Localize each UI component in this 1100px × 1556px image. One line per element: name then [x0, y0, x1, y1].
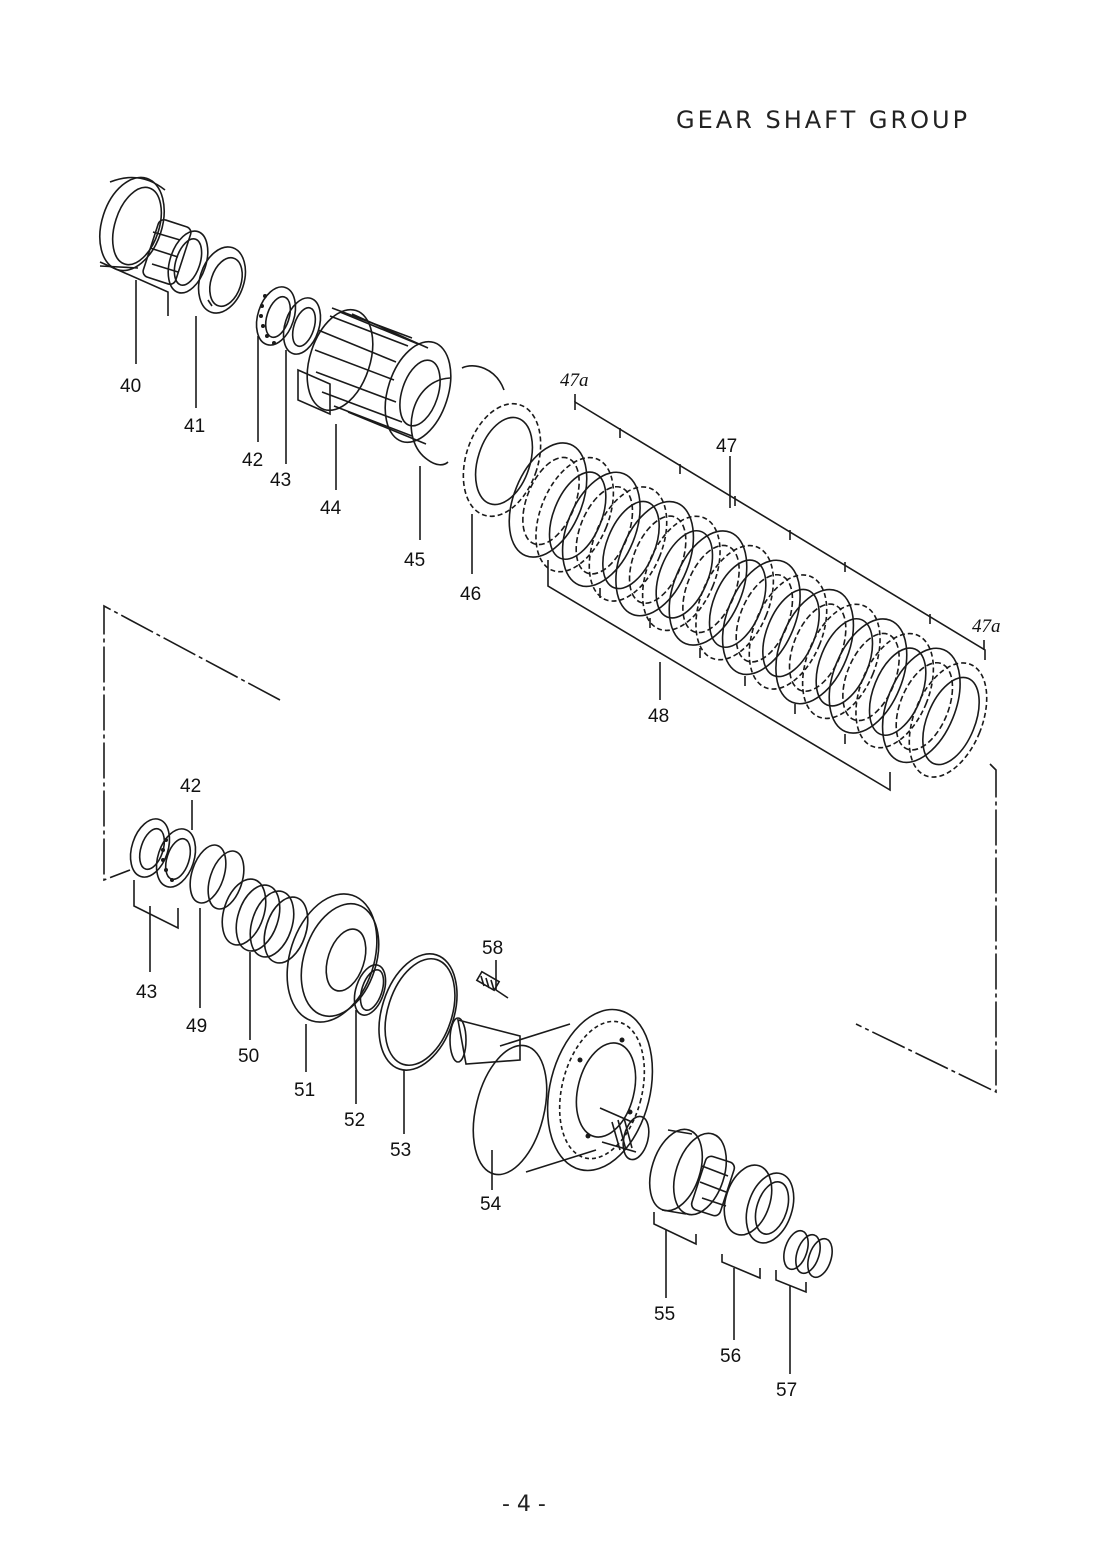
- disc-pack-brackets: [548, 402, 985, 790]
- part-52-seal-ring: [349, 961, 392, 1019]
- callout-41: 41: [184, 416, 205, 437]
- friction-disc: [681, 534, 789, 671]
- callout-57: 57: [776, 1380, 797, 1401]
- clutch-disc-pack: [494, 432, 1002, 789]
- part-40-bearing: [89, 169, 215, 298]
- friction-disc: [841, 622, 949, 759]
- part-41-bearing-cone: [191, 241, 254, 319]
- callout-54: 54: [480, 1194, 502, 1215]
- part-44-splined-gear: [295, 301, 462, 450]
- part-42-thrust-bearing: [250, 282, 303, 350]
- callout-49: 49: [186, 1016, 207, 1037]
- callout-55: 55: [654, 1304, 675, 1325]
- callout-47: 47: [716, 436, 737, 457]
- callout-43-lower: 43: [136, 982, 157, 1003]
- part-43-lower-washer: [124, 814, 177, 882]
- friction-disc: [734, 564, 842, 701]
- part-49-ring: [184, 841, 251, 914]
- part-57-nut: [779, 1228, 836, 1281]
- callout-47a-top: 47a: [560, 370, 589, 391]
- callout-42-upper: 42: [242, 450, 263, 471]
- page-number: - 4 -: [502, 1492, 546, 1517]
- callout-42-lower: 42: [180, 776, 201, 797]
- part-46-toothed-plate: [450, 394, 554, 527]
- callout-58: 58: [482, 938, 503, 959]
- friction-disc: [894, 652, 1002, 789]
- friction-disc: [627, 505, 735, 642]
- callout-43-upper: 43: [270, 470, 291, 491]
- callout-44: 44: [320, 498, 342, 519]
- callout-53: 53: [390, 1140, 411, 1161]
- friction-disc: [521, 446, 629, 583]
- part-42-lower-thrust-bearing: [150, 824, 203, 892]
- callout-labels: 40 41 42 43 44 45 46 47a 47 47a 48 42 43…: [120, 370, 1001, 1401]
- part-54-gear-shaft: [450, 998, 668, 1182]
- callout-56: 56: [720, 1346, 741, 1367]
- diagram-title: GEAR SHAFT GROUP: [676, 106, 971, 134]
- part-45-snap-ring: [411, 366, 504, 465]
- friction-disc: [574, 476, 682, 613]
- leader-lines: [100, 262, 996, 1374]
- callout-45: 45: [404, 550, 425, 571]
- part-55-bearing-cup: [640, 1123, 736, 1222]
- callout-48: 48: [648, 706, 669, 727]
- callout-50: 50: [238, 1046, 259, 1067]
- callout-46: 46: [460, 584, 481, 605]
- callout-47a-right: 47a: [972, 616, 1001, 637]
- part-43-thrust-washer: [277, 293, 327, 359]
- steel-disc: [601, 490, 709, 627]
- part-50-spring: [214, 873, 315, 968]
- callout-40: 40: [120, 376, 141, 397]
- callout-52: 52: [344, 1110, 365, 1131]
- friction-disc: [787, 593, 895, 730]
- steel-disc: [867, 637, 975, 774]
- part-56-bearing-cone: [690, 1155, 802, 1249]
- callout-51: 51: [294, 1080, 315, 1101]
